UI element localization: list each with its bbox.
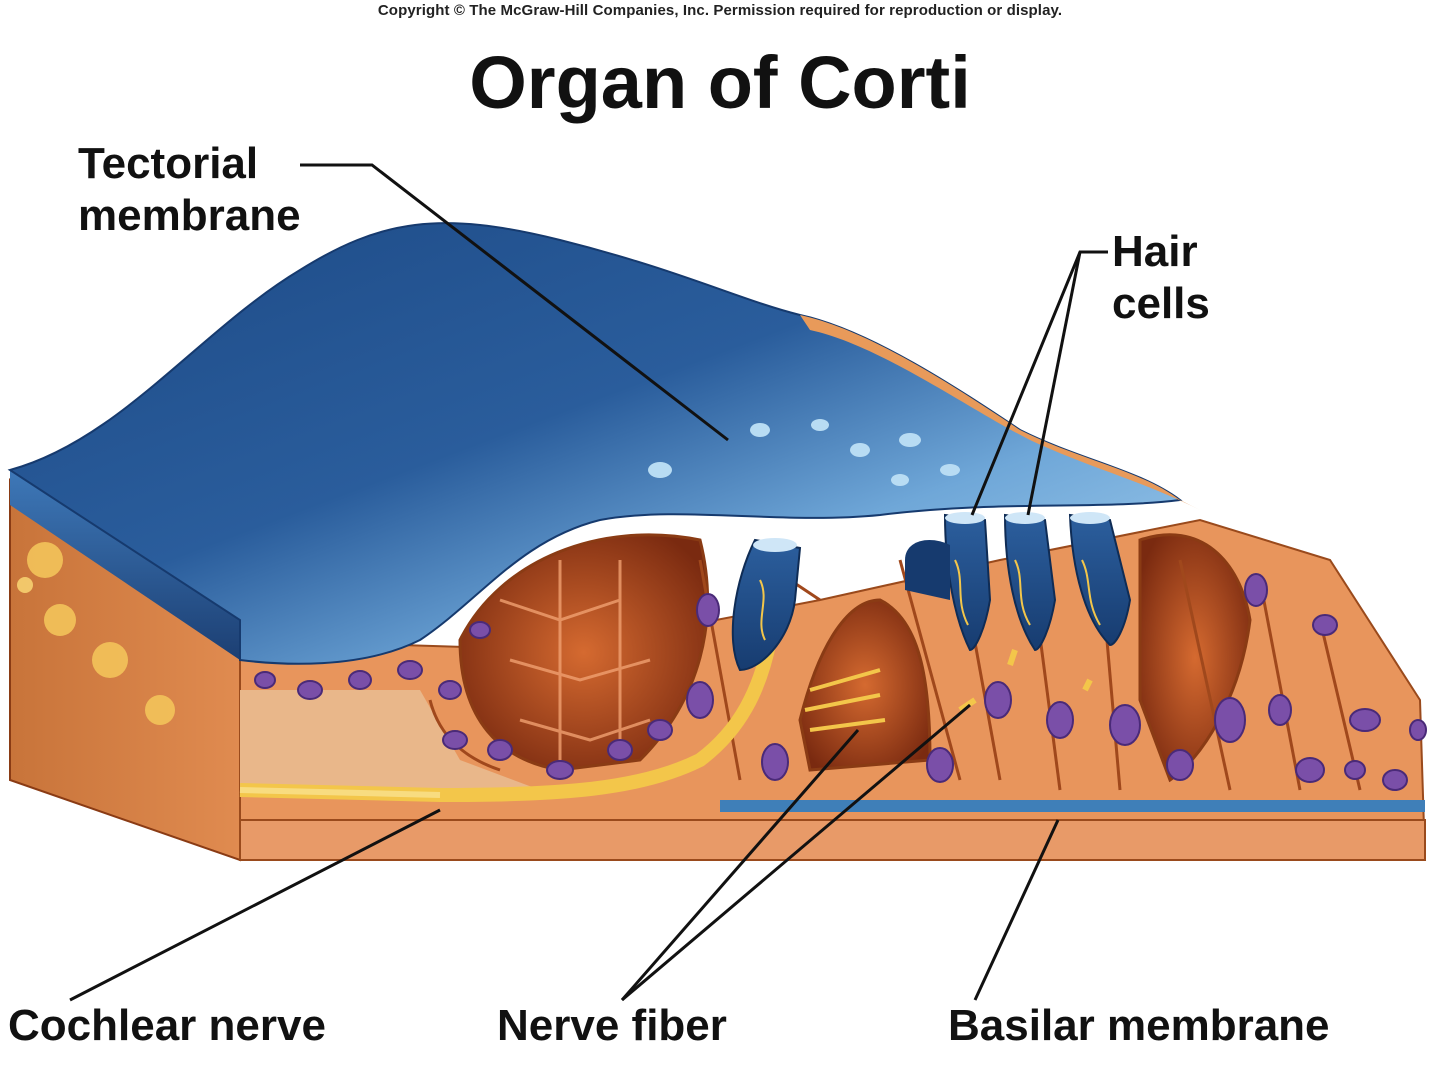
- basilar-membrane-band: [720, 800, 1425, 812]
- leader-cochlear: [69, 808, 441, 1002]
- hair-cells: [731, 512, 1132, 672]
- leader-nerve-2: [621, 703, 971, 1002]
- cell-nuclei: [254, 573, 1427, 791]
- nerve-fibers: [239, 638, 1093, 803]
- tunnel-spaces: [458, 533, 1252, 783]
- label-basilar-membrane: Basilar membrane: [948, 1001, 1330, 1050]
- leader-hair-2: [1026, 251, 1082, 516]
- leader-tectorial: [300, 163, 729, 442]
- label-tectorial-line2: membrane: [78, 191, 301, 240]
- label-cochlear-nerve: Cochlear nerve: [8, 1001, 326, 1050]
- label-tectorial-line1: Tectorial: [78, 139, 259, 188]
- figure-title: Organ of Corti: [469, 41, 971, 124]
- label-hair-line1: Hair: [1112, 227, 1198, 276]
- leader-basilar: [973, 819, 1060, 1001]
- label-hair-cells: Hair cells: [1112, 226, 1210, 330]
- leader-nerve-1: [620, 729, 860, 1001]
- tectorial-membrane: [7, 222, 1200, 665]
- leader-lines: [69, 163, 1108, 1002]
- label-hair-line2: cells: [1112, 279, 1210, 328]
- label-tectorial-membrane: Tectorial membrane: [78, 138, 301, 242]
- label-nerve-fiber: Nerve fiber: [497, 1001, 727, 1050]
- copyright-notice: Copyright © The McGraw-Hill Companies, I…: [377, 2, 1063, 19]
- supporting-cells: [428, 558, 1362, 791]
